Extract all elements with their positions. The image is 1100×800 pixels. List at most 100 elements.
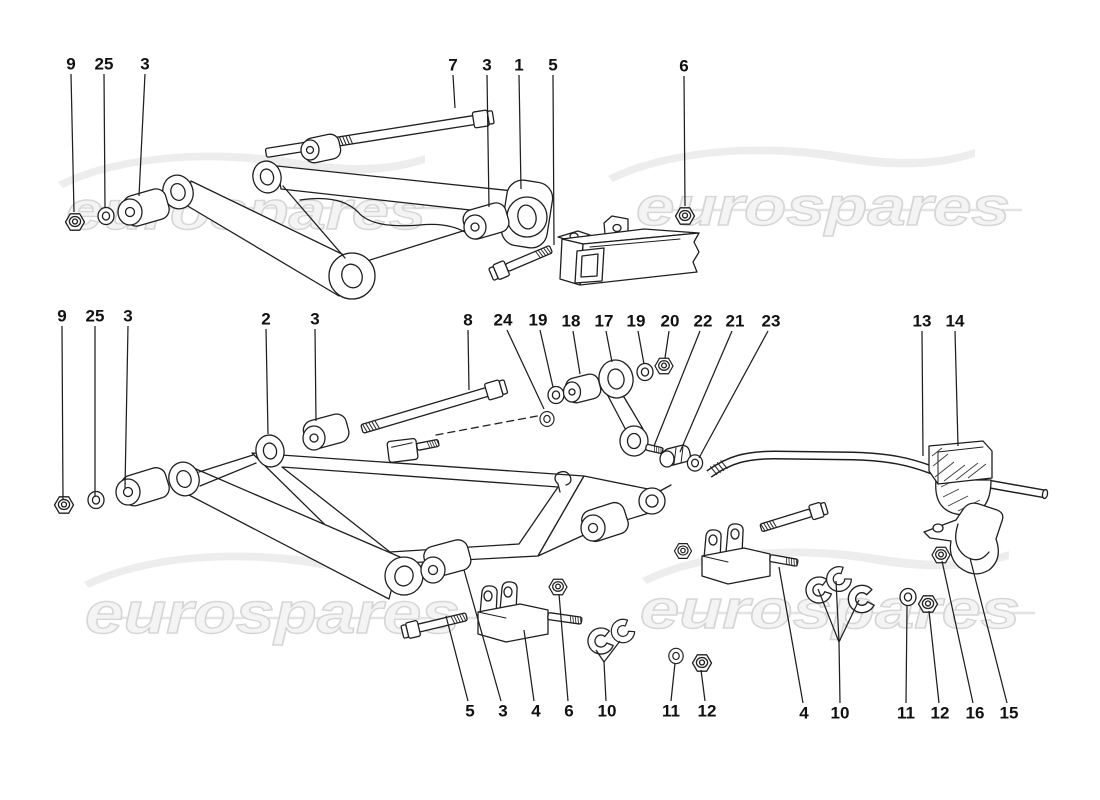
callout-6: 6	[558, 593, 574, 721]
callout-label-17: 17	[595, 312, 614, 331]
mount-bracket	[557, 215, 700, 286]
callout-3: 3	[463, 569, 508, 721]
callout-label-6: 6	[564, 702, 573, 721]
callout-10: 10	[595, 640, 621, 721]
callout-label-3: 3	[482, 56, 491, 75]
callout-label-22: 22	[694, 312, 713, 331]
callout-label-21: 21	[726, 312, 745, 331]
callout-label-6: 6	[679, 57, 688, 76]
callout-5: 5	[548, 56, 558, 246]
nut-20	[654, 357, 674, 375]
callout-label-25: 25	[95, 55, 114, 74]
callout-23: 23	[698, 312, 781, 459]
callout-label-19: 19	[529, 311, 548, 330]
washer-11-right	[899, 587, 917, 607]
washer-19-right	[636, 362, 654, 382]
callout-19: 19	[529, 311, 554, 388]
callout-label-13: 13	[913, 312, 932, 331]
callout-label-9: 9	[57, 307, 66, 326]
callout-label-10: 10	[831, 704, 850, 723]
callout-label-3: 3	[123, 307, 132, 326]
callout-9: 9	[66, 55, 76, 213]
callout-label-18: 18	[562, 312, 581, 331]
callout-21: 21	[679, 312, 745, 453]
callout-14: 14	[946, 312, 965, 447]
callout-label-12: 12	[931, 704, 950, 723]
bolt-5-top	[488, 245, 553, 281]
callout-13: 13	[913, 312, 932, 457]
callout-label-4: 4	[799, 704, 809, 723]
callout-20: 20	[661, 312, 680, 359]
callout-label-23: 23	[762, 312, 781, 331]
callout-25: 25	[95, 55, 114, 208]
washer-11-left	[668, 647, 684, 665]
upper-wishbone	[64, 109, 700, 300]
callout-label-1: 1	[514, 56, 523, 75]
bracket-4-left	[477, 581, 583, 643]
callout-label-7: 7	[448, 56, 457, 75]
callout-label-5: 5	[548, 56, 557, 75]
callout-label-3: 3	[498, 702, 507, 721]
bolt-7	[264, 109, 495, 158]
callout-11: 11	[662, 662, 680, 721]
nut-12-left	[691, 654, 713, 672]
callout-12: 12	[698, 669, 717, 721]
callout-2: 2	[261, 310, 271, 435]
washer-25-top	[97, 206, 115, 226]
bracket-4-right	[701, 523, 799, 585]
callout-19: 19	[627, 312, 646, 365]
nut-12-right	[917, 595, 939, 613]
anti-roll-bar	[706, 440, 1049, 516]
clip-10-left-a	[584, 625, 616, 658]
callout-label-8: 8	[463, 311, 472, 330]
clamp-bushing-14	[928, 440, 993, 516]
callout-11: 11	[897, 605, 915, 723]
watermark-text: eurospares	[636, 177, 1010, 237]
callout-label-11: 11	[897, 704, 915, 723]
callout-1: 1	[514, 56, 524, 190]
callout-8: 8	[463, 311, 473, 391]
callout-label-15: 15	[1000, 704, 1019, 723]
callout-15: 15	[969, 557, 1019, 723]
callout-label-24: 24	[494, 311, 513, 330]
callout-label-20: 20	[661, 312, 680, 331]
nut-6-top	[674, 207, 696, 225]
watermark-top-right: eurospares	[608, 146, 1022, 238]
callout-label-3: 3	[310, 310, 319, 329]
washer-24	[539, 410, 555, 428]
strap-15	[923, 502, 1004, 575]
bolt-4	[759, 501, 829, 532]
link-17	[598, 359, 665, 457]
nut-right-bracket	[673, 543, 693, 559]
callout-12: 12	[928, 610, 950, 723]
callout-17: 17	[595, 312, 614, 363]
clip-10-left-b	[606, 615, 638, 648]
callout-4: 4	[778, 566, 809, 723]
callout-3: 3	[123, 307, 133, 489]
nut-9-top	[64, 213, 86, 231]
callout-3: 3	[310, 310, 320, 422]
callout-24: 24	[494, 311, 545, 410]
washer-23	[686, 454, 704, 472]
callout-22: 22	[653, 312, 713, 447]
callout-16: 16	[941, 560, 985, 723]
callout-9: 9	[57, 307, 67, 501]
callout-label-19: 19	[627, 312, 646, 331]
nut-16	[931, 546, 951, 564]
callout-3: 3	[482, 56, 492, 208]
nut-6-bottom	[548, 578, 568, 596]
callout-3: 3	[138, 55, 150, 197]
callout-label-14: 14	[946, 312, 965, 331]
callout-label-5: 5	[465, 702, 474, 721]
bolt-8	[360, 379, 509, 434]
bolt-5-bottom	[400, 612, 468, 639]
callout-label-16: 16	[966, 704, 985, 723]
callout-5: 5	[445, 615, 475, 721]
nut-9-mid	[53, 496, 75, 514]
callout-label-25: 25	[86, 307, 105, 326]
callout-label-3: 3	[140, 55, 149, 74]
callout-label-12: 12	[698, 702, 717, 721]
callout-7: 7	[448, 56, 458, 109]
